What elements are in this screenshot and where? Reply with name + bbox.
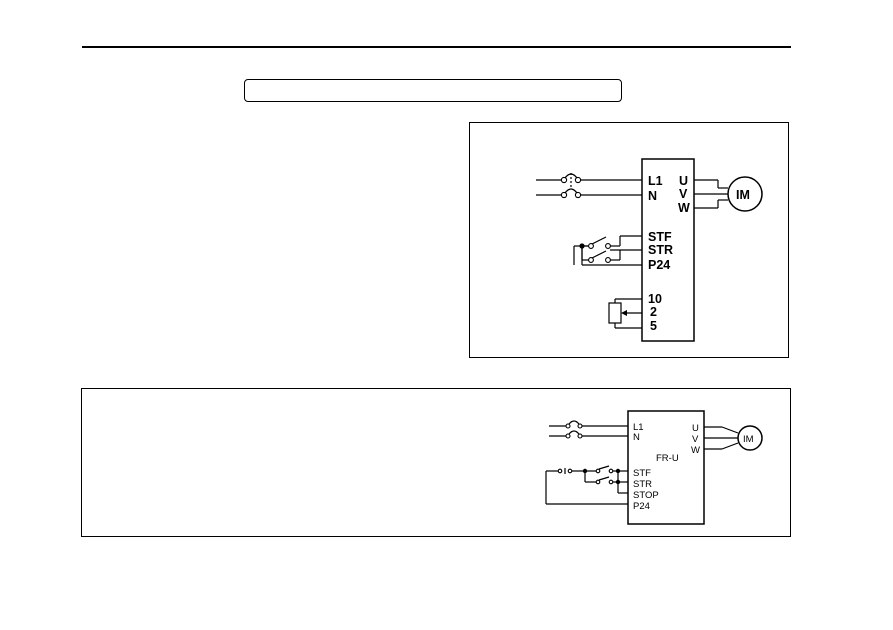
output-u-label: U [692,423,699,434]
inverter-model-label: FR-U [656,453,679,464]
motor-icon [727,176,763,212]
circuit-breaker-icon [560,173,582,199]
terminal-stf-label: STF [648,230,672,244]
terminal-str-label: STR [648,243,673,257]
terminal-str-label: STR [633,479,652,490]
wiring-diagram-panel-bottom: L1 N FR-U STF STR STOP P24 U V W IM [81,388,791,537]
three-wire-control-switches [545,465,628,505]
motor-icon [737,425,763,451]
circuit-breaker-icon [565,420,583,439]
header-rule [82,46,791,48]
terminal-p24-label: P24 [633,501,650,512]
forward-reverse-switches [573,235,642,266]
terminal-n-label: N [633,432,640,443]
inverter-box-fr-u [627,410,705,525]
section-title-box [244,79,622,102]
output-v-label: V [679,187,688,201]
terminal-10-label: 10 [648,292,662,306]
terminal-5-label: 5 [650,319,657,333]
terminal-l1-label: L1 [633,422,644,433]
terminal-2-label: 2 [650,305,657,319]
terminal-l1-label: L1 [648,174,663,188]
output-w-label: W [678,201,690,215]
potentiometer-icon [608,298,642,329]
terminal-stop-label: STOP [633,490,659,501]
terminal-p24-label: P24 [648,258,670,272]
terminal-stf-label: STF [633,468,651,479]
motor-label: IM [743,434,754,445]
output-u-label: U [679,174,688,188]
output-v-label: V [692,434,699,445]
wiring-diagram-panel-top: L1 N STF STR P24 10 2 5 U V W IM [469,122,789,358]
motor-label: IM [736,188,750,202]
terminal-n-label: N [648,189,657,203]
wiring-diagram-bottom: L1 N FR-U STF STR STOP P24 U V W IM [545,410,763,525]
output-w-label: W [691,445,700,456]
wiring-diagram-top: L1 N STF STR P24 10 2 5 U V W IM [536,158,763,342]
